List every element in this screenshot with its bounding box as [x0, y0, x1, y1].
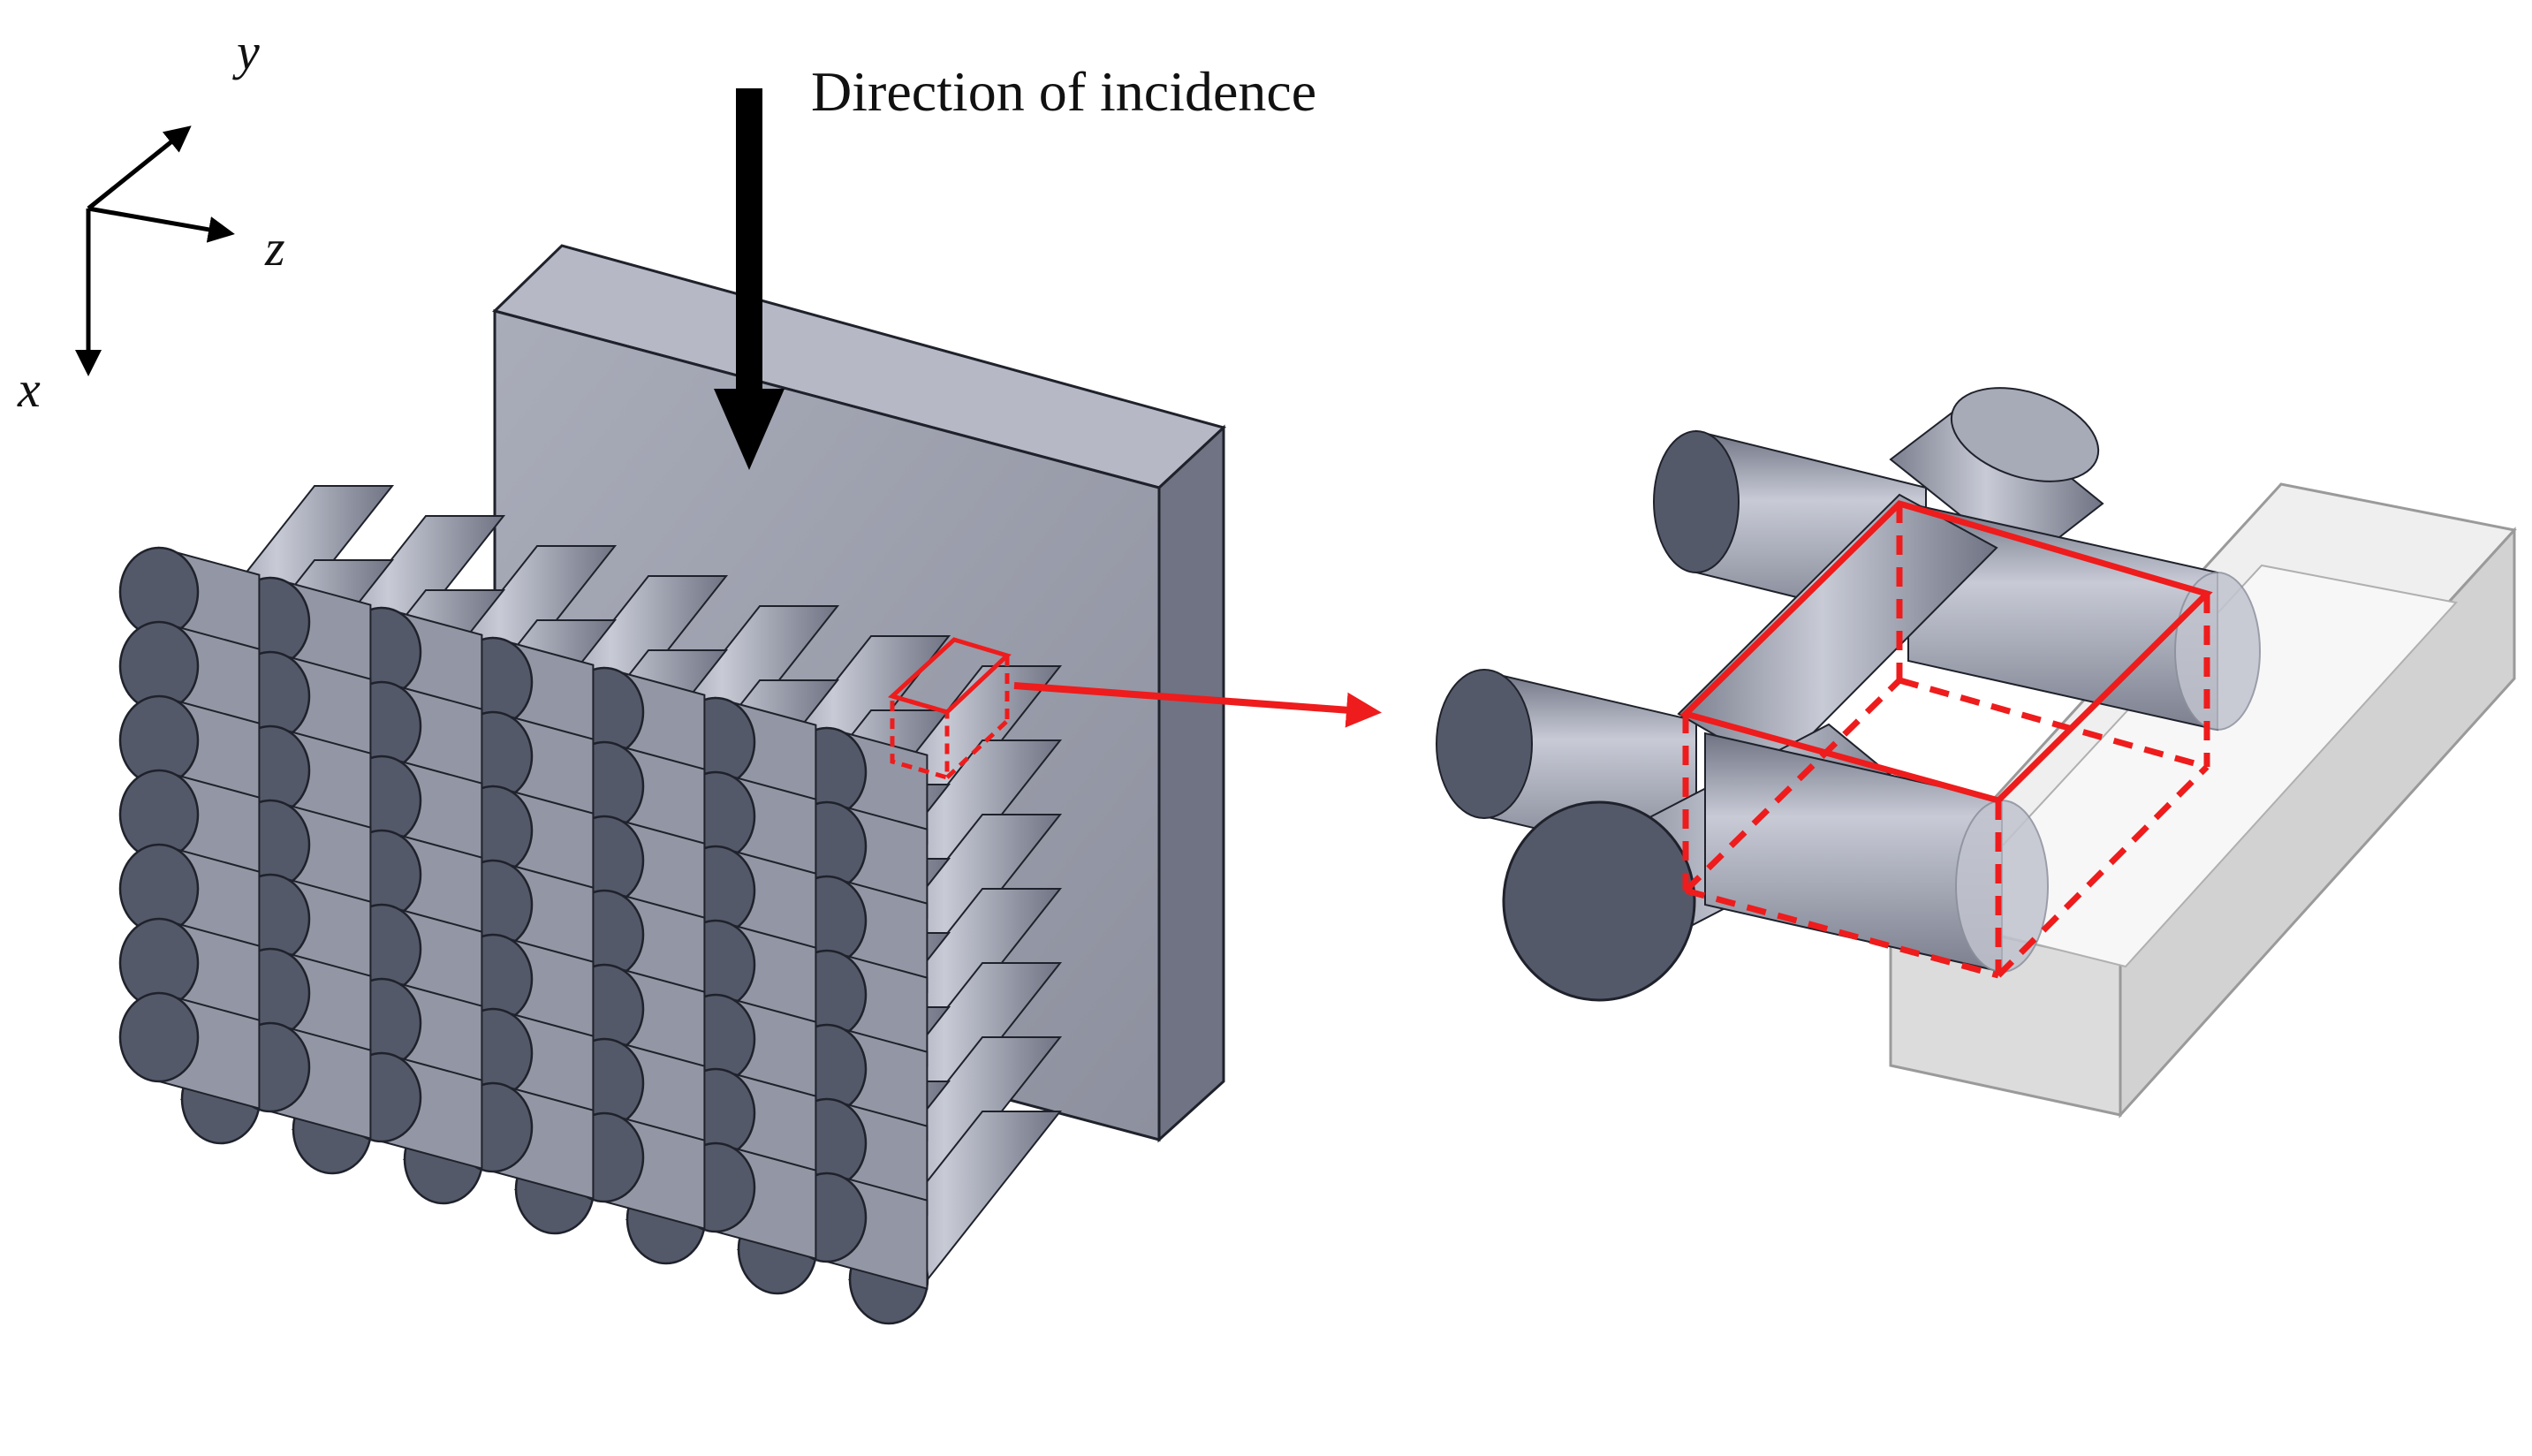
rod-back-left-end — [1653, 430, 1740, 573]
incidence-arrow-shaft — [736, 88, 762, 398]
coordinate-axes — [75, 125, 235, 376]
unit-cell-bottom-left — [1683, 678, 1902, 893]
axis-x-label: x — [18, 360, 41, 418]
rod-front-bottom-end — [1502, 800, 1696, 1002]
magnify-arrow — [1013, 682, 1382, 728]
enlarged-unit-cell — [1436, 387, 2517, 1119]
rod-back-top-end — [1950, 387, 2100, 482]
rod-front-left-end — [1436, 669, 1533, 819]
unit-cell-marker — [888, 637, 1012, 781]
rod-front-right-end — [1955, 800, 2049, 973]
incidence-label: Direction of incidence — [811, 60, 1317, 123]
unit-cell-bottom-back — [1899, 677, 2208, 770]
rod-right-end — [2174, 572, 2261, 731]
incidence-arrow — [714, 88, 785, 470]
lattice-rod-end — [118, 991, 200, 1083]
incidence-arrow-head — [714, 389, 785, 470]
rod-lattice — [118, 485, 1063, 1325]
axis-y-arrow — [87, 125, 192, 210]
unit-cell-box — [1679, 500, 2213, 979]
plate-side-face — [1157, 424, 1225, 1143]
marker-front — [890, 693, 950, 781]
marker-bottom-edge — [945, 719, 1009, 779]
axis-y-label: y — [237, 23, 260, 80]
unit-cell-bottom-right — [1996, 764, 2210, 978]
axis-z-arrow — [87, 206, 235, 243]
axis-z-label: z — [265, 219, 285, 277]
unit-cell-bottom-front — [1685, 887, 1999, 979]
rod-front-right — [1704, 732, 2049, 974]
